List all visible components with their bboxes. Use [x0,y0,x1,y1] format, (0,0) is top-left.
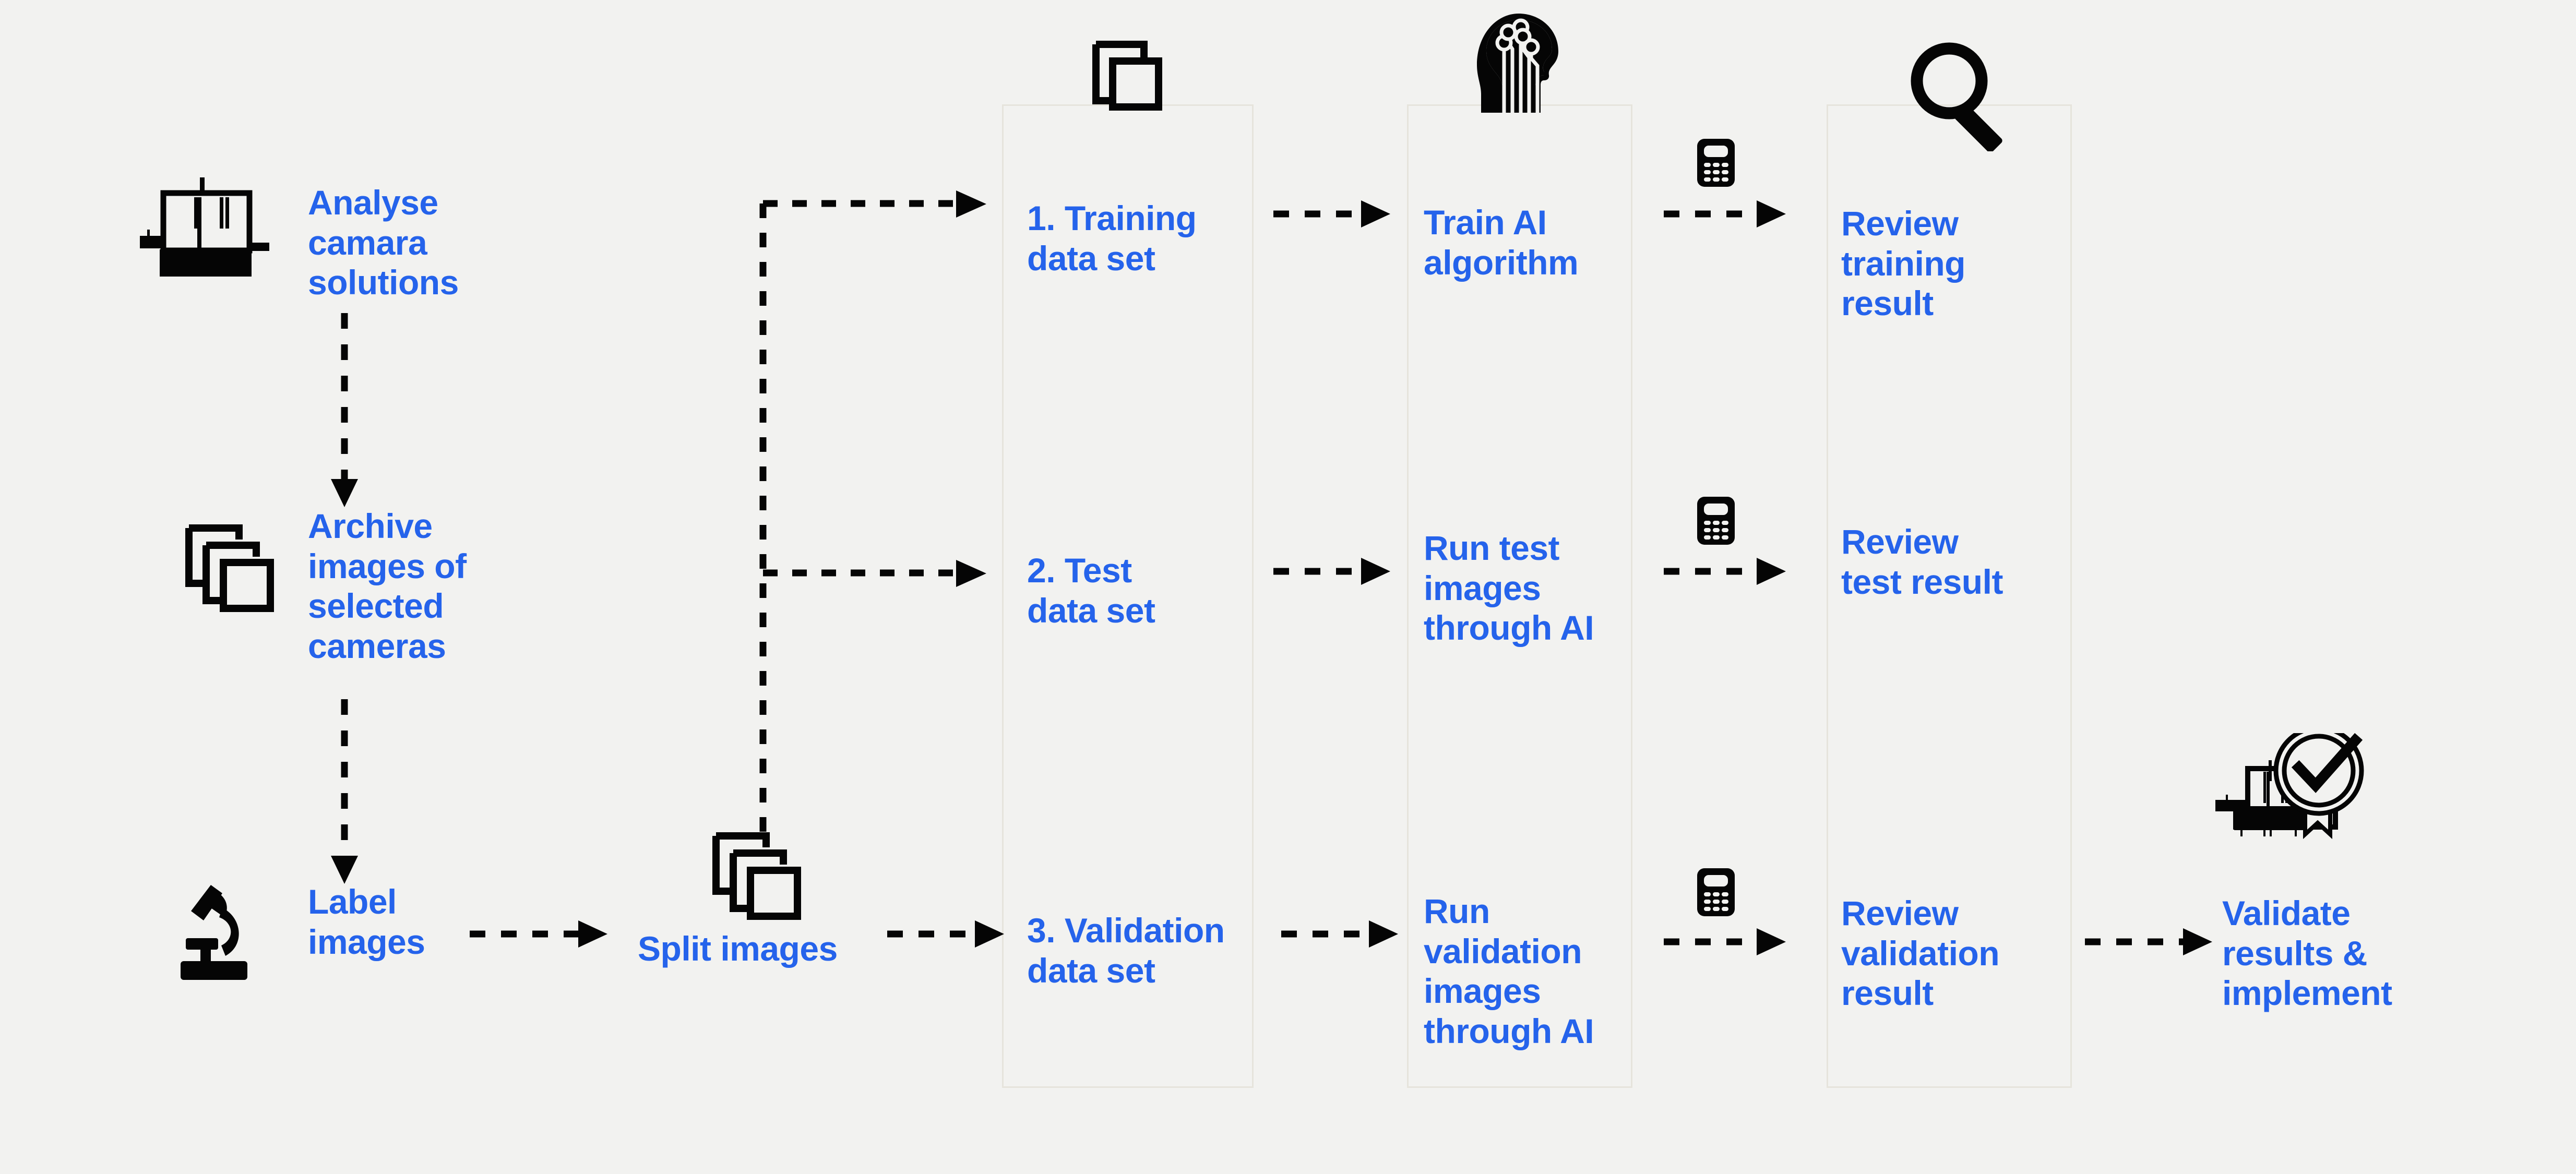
connector-run-test-to-review-test [1664,556,1789,587]
step-review-test-label: Review test result [1841,522,2003,601]
step-run-test-label: Run test images through AI [1424,529,1594,648]
step-archive-label: Archive images of selected cameras [308,507,467,665]
magnifier-icon [1907,39,2017,151]
step-validation-dataset-label: 3. Validation data set [1027,911,1225,990]
step-test-dataset-label: 2. Test data set [1027,551,1155,630]
step-review-training-label: Review training result [1841,204,1966,323]
calculator-icon-training [1695,137,1737,189]
step-analyse-label: Analyse camara solutions [308,183,459,302]
calculator-icon-validation [1695,866,1737,918]
step-validate-implement-label: Validate results & implement [2222,894,2392,1013]
review-group-box [1827,104,2072,1088]
stacked-images-icon-archive [183,522,277,613]
step-run-validation-label: Run validation images through AI [1424,892,1594,1050]
step-review-validation-label: Review validation result [1841,894,2000,1013]
connector-analyse-to-archive [329,313,360,511]
connector-archive-to-label [329,699,360,887]
stacked-images-icon-split [710,830,804,921]
connector-train-ai-to-review-training [1664,198,1789,230]
connector-run-validation-to-review-validation [1664,926,1789,957]
camera-machine-icon [140,172,270,277]
step-train-ai-label: Train AI algorithm [1424,203,1579,282]
copy-icon [1091,39,1164,112]
connector-review-to-validate [2085,926,2215,957]
connector-training-to-train-ai [1273,198,1393,230]
certified-camera-icon [2215,733,2419,905]
step-training-dataset-label: 1. Training data set [1027,199,1197,278]
connector-split-to-validation [887,918,1007,950]
connector-validation-to-run-validation [1281,918,1401,950]
step-label-images-label: Label images [308,882,425,961]
calculator-icon-test [1695,495,1737,547]
step-split-images-label: Split images [638,929,838,968]
connector-split-to-datasets [752,188,992,845]
connector-test-to-run-test [1273,556,1393,587]
microscope-icon [172,877,266,981]
connector-label-to-split [470,918,611,950]
ai-head-icon [1473,10,1567,115]
